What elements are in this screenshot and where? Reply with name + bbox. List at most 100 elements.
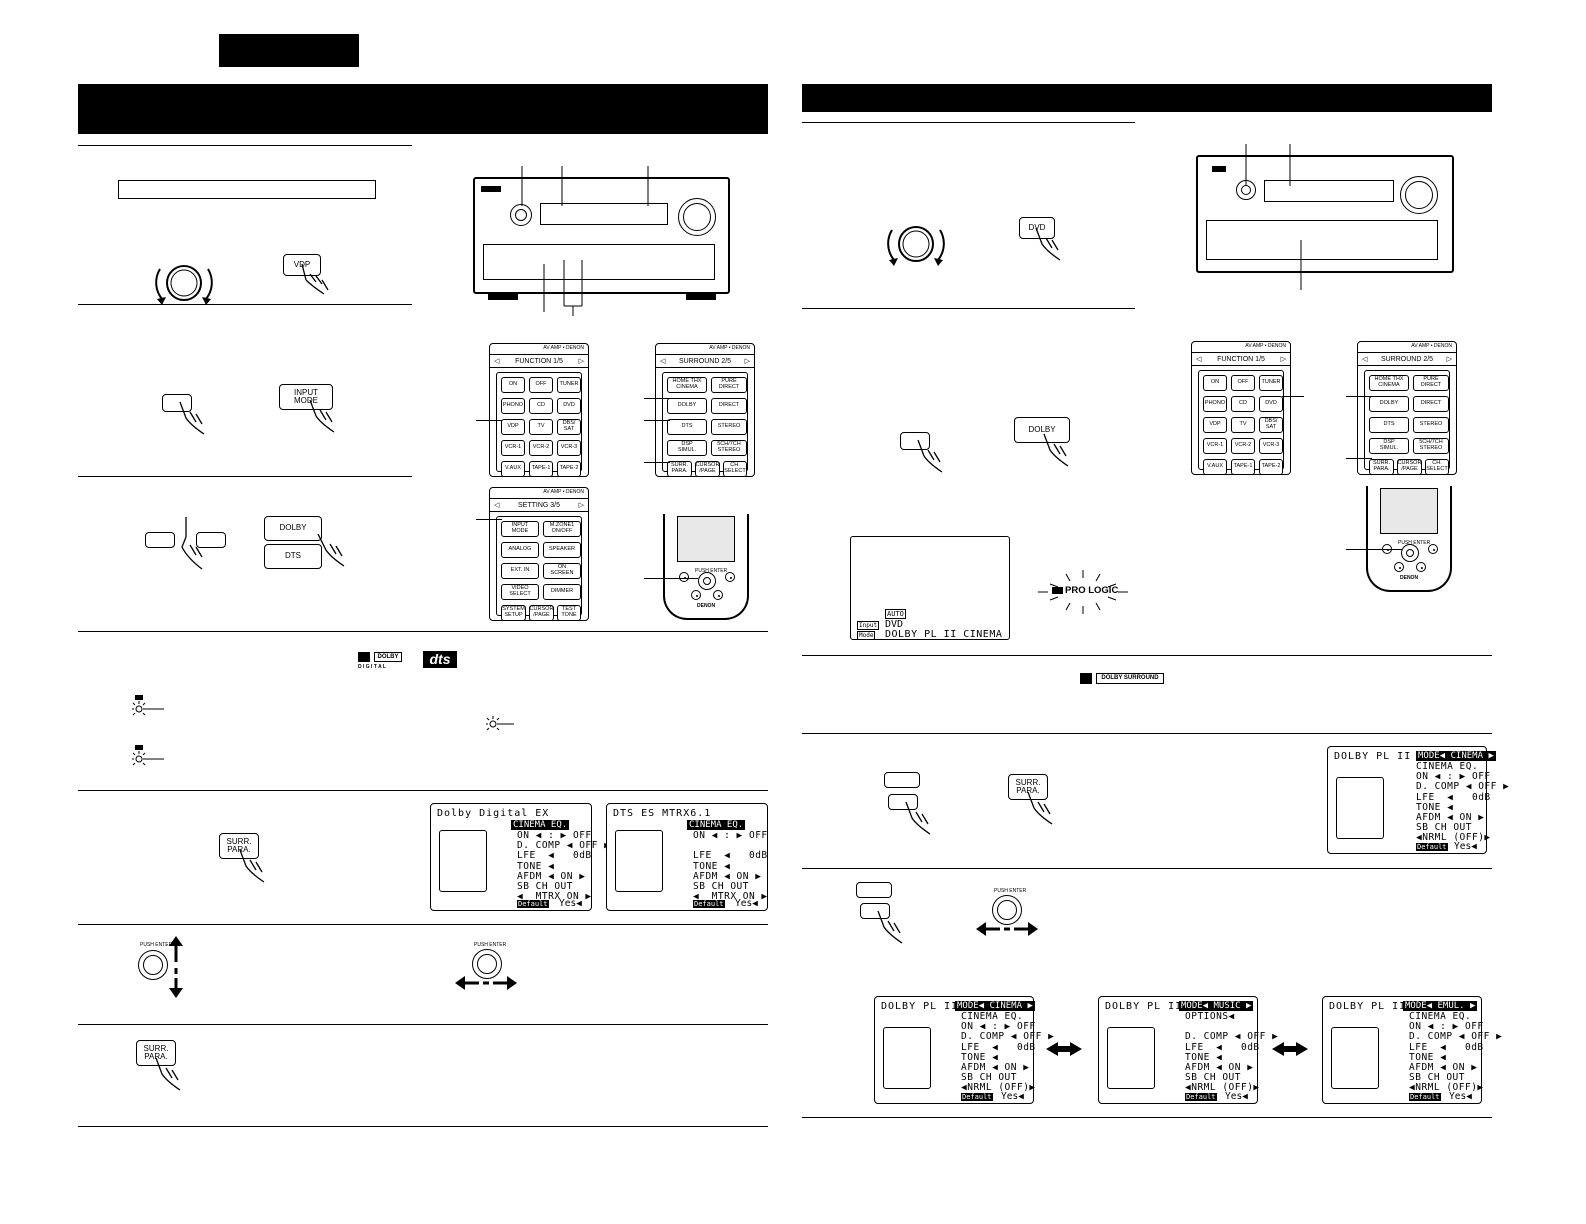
function-button-on[interactable]: ON xyxy=(1203,375,1227,391)
blank-button-top[interactable] xyxy=(884,772,920,788)
surround-button-home-thx[interactable]: HOME THX CINEMA xyxy=(1369,375,1409,391)
surround-button-ch-select[interactable]: CH. SELECT xyxy=(723,461,747,477)
function-button-vcr3[interactable]: VCR-3 xyxy=(557,440,581,456)
blank-button[interactable] xyxy=(888,794,918,810)
setting-button-analog[interactable]: ANALOG xyxy=(501,542,539,558)
surround-button-pure-direct[interactable]: PURE DIRECT xyxy=(1413,375,1449,391)
function-button-tape1[interactable]: TAPE-1 xyxy=(1231,459,1255,475)
surround-button-surr-para[interactable]: SURR. PARA. xyxy=(1369,459,1394,475)
function-button-vdp[interactable]: VDP xyxy=(1203,417,1227,433)
osd-default[interactable]: Default xyxy=(1185,1093,1217,1101)
prev-page-icon[interactable]: ◁ xyxy=(1196,356,1202,363)
remote-button[interactable] xyxy=(1394,562,1404,572)
blank-button-right[interactable] xyxy=(196,532,226,548)
osd-yes[interactable]: Yes◀ xyxy=(1001,1091,1024,1102)
function-button-tape2[interactable]: TAPE-2 xyxy=(557,461,581,477)
surround-button-dts[interactable]: DTS xyxy=(667,419,707,435)
surround-button-dts[interactable]: DTS xyxy=(1369,417,1409,433)
remote-button[interactable] xyxy=(1428,544,1438,554)
setting-button-mzone1[interactable]: M.ZONE1 ON/OFF xyxy=(543,521,581,537)
osd-yes[interactable]: Yes◀ xyxy=(1225,1091,1248,1102)
surround-button-dolby[interactable]: DOLBY xyxy=(1369,396,1409,412)
setting-button-video-select[interactable]: VIDEO SELECT xyxy=(501,584,539,600)
function-button-vcr1[interactable]: VCR-1 xyxy=(501,440,525,456)
osd-yes[interactable]: Yes◀ xyxy=(735,898,758,909)
function-button-vcr3[interactable]: VCR-3 xyxy=(1259,438,1283,454)
blank-button-top[interactable] xyxy=(856,882,892,898)
blank-button[interactable] xyxy=(860,903,890,919)
function-button-vdp[interactable]: VDP xyxy=(501,419,525,435)
setting-button-cursor-page[interactable]: CURSOR /PAGE xyxy=(529,605,554,621)
osd-default[interactable]: Default xyxy=(693,900,725,908)
function-button-off[interactable]: OFF xyxy=(1231,375,1255,391)
surround-button-pure-direct[interactable]: PURE DIRECT xyxy=(711,377,747,393)
function-button-tuner[interactable]: TUNER xyxy=(1259,375,1283,391)
prev-page-icon[interactable]: ◁ xyxy=(494,502,500,509)
surround-button-direct[interactable]: DIRECT xyxy=(711,398,747,414)
dolby-button[interactable]: DOLBY xyxy=(1014,417,1070,443)
surround-button-stereo[interactable]: STEREO xyxy=(1413,417,1449,433)
function-button-vcr2[interactable]: VCR-2 xyxy=(1231,438,1255,454)
osd-yes[interactable]: Yes◀ xyxy=(1449,1091,1472,1102)
function-button-tape1[interactable]: TAPE-1 xyxy=(529,461,553,477)
surround-button-5ch7ch[interactable]: 5CH/7CH STEREO xyxy=(1413,438,1449,454)
remote-button[interactable] xyxy=(725,572,735,582)
next-page-icon[interactable]: ▷ xyxy=(1446,356,1452,363)
function-button-dbs-sat[interactable]: DBS/ SAT xyxy=(1259,417,1283,433)
dolby-button[interactable]: DOLBY xyxy=(264,516,322,541)
next-page-icon[interactable]: ▷ xyxy=(578,502,584,509)
surround-button-dolby[interactable]: DOLBY xyxy=(667,398,707,414)
function-button-phono[interactable]: PHONO xyxy=(1203,396,1227,412)
function-button-vcr2[interactable]: VCR-2 xyxy=(529,440,553,456)
function-button-tuner[interactable]: TUNER xyxy=(557,377,581,393)
jog-dial[interactable] xyxy=(1401,544,1419,562)
surr-para-button[interactable]: SURR. PARA. xyxy=(1008,774,1048,800)
setting-button-test-tone[interactable]: TEST TONE xyxy=(557,605,581,621)
setting-button-ext-in[interactable]: EXT. IN xyxy=(501,563,539,579)
surround-button-cursor-page[interactable]: CURSOR /PAGE xyxy=(695,461,720,477)
prev-page-icon[interactable]: ◁ xyxy=(660,358,666,365)
blank-button-left[interactable] xyxy=(145,532,175,548)
osd-default[interactable]: Default xyxy=(1416,843,1448,851)
function-button-dbs-sat[interactable]: DBS/ SAT xyxy=(557,419,581,435)
remote-button[interactable] xyxy=(713,590,723,600)
function-button-dvd[interactable]: DVD xyxy=(1259,396,1283,412)
function-button-off[interactable]: OFF xyxy=(529,377,553,393)
setting-button-dimmer[interactable]: DIMMER xyxy=(543,584,581,600)
osd-default[interactable]: Default xyxy=(961,1093,993,1101)
function-button-dvd[interactable]: DVD xyxy=(557,398,581,414)
function-button-vaux[interactable]: V.AUX xyxy=(1203,459,1227,475)
dts-button[interactable]: DTS xyxy=(264,544,322,569)
setting-button-speaker[interactable]: SPEAKER xyxy=(543,542,581,558)
surr-para-button[interactable]: SURR. PARA. xyxy=(219,833,259,859)
surround-button-dsp-simul[interactable]: DSP SIMUL. xyxy=(667,440,707,456)
setting-button-system-setup[interactable]: SYSTEM SETUP xyxy=(501,605,526,621)
function-button-cd[interactable]: CD xyxy=(1231,396,1255,412)
remote-button[interactable] xyxy=(1416,562,1426,572)
function-button-phono[interactable]: PHONO xyxy=(501,398,525,414)
prev-page-icon[interactable]: ◁ xyxy=(1362,356,1368,363)
remote-button[interactable] xyxy=(679,572,689,582)
function-button-tape2[interactable]: TAPE-2 xyxy=(1259,459,1283,475)
blank-button[interactable] xyxy=(162,394,192,412)
osd-default[interactable]: Default xyxy=(1409,1093,1441,1101)
input-mode-button[interactable]: INPUT MODE xyxy=(279,384,333,410)
surround-button-dsp-simul[interactable]: DSP SIMUL. xyxy=(1369,438,1409,454)
osd-default[interactable]: Default xyxy=(517,900,549,908)
surround-button-stereo[interactable]: STEREO xyxy=(711,419,747,435)
function-button-tv[interactable]: TV xyxy=(529,419,553,435)
next-page-icon[interactable]: ▷ xyxy=(1280,356,1286,363)
function-button-vaux[interactable]: V.AUX xyxy=(501,461,525,477)
remote-button[interactable] xyxy=(691,590,701,600)
surround-button-ch-select[interactable]: CH. SELECT xyxy=(1425,459,1449,475)
function-button-on[interactable]: ON xyxy=(501,377,525,393)
surround-button-home-thx[interactable]: HOME THX CINEMA xyxy=(667,377,707,393)
setting-button-input-mode[interactable]: INPUT MODE xyxy=(501,521,539,537)
surr-para-button[interactable]: SURR. PARA. xyxy=(136,1040,176,1066)
surround-button-surr-para[interactable]: SURR. PARA. xyxy=(667,461,692,477)
surround-button-5ch7ch[interactable]: 5CH/7CH STEREO xyxy=(711,440,747,456)
surround-button-direct[interactable]: DIRECT xyxy=(1413,396,1449,412)
function-button-cd[interactable]: CD xyxy=(529,398,553,414)
prev-page-icon[interactable]: ◁ xyxy=(494,358,500,365)
osd-yes[interactable]: Yes◀ xyxy=(559,898,582,909)
